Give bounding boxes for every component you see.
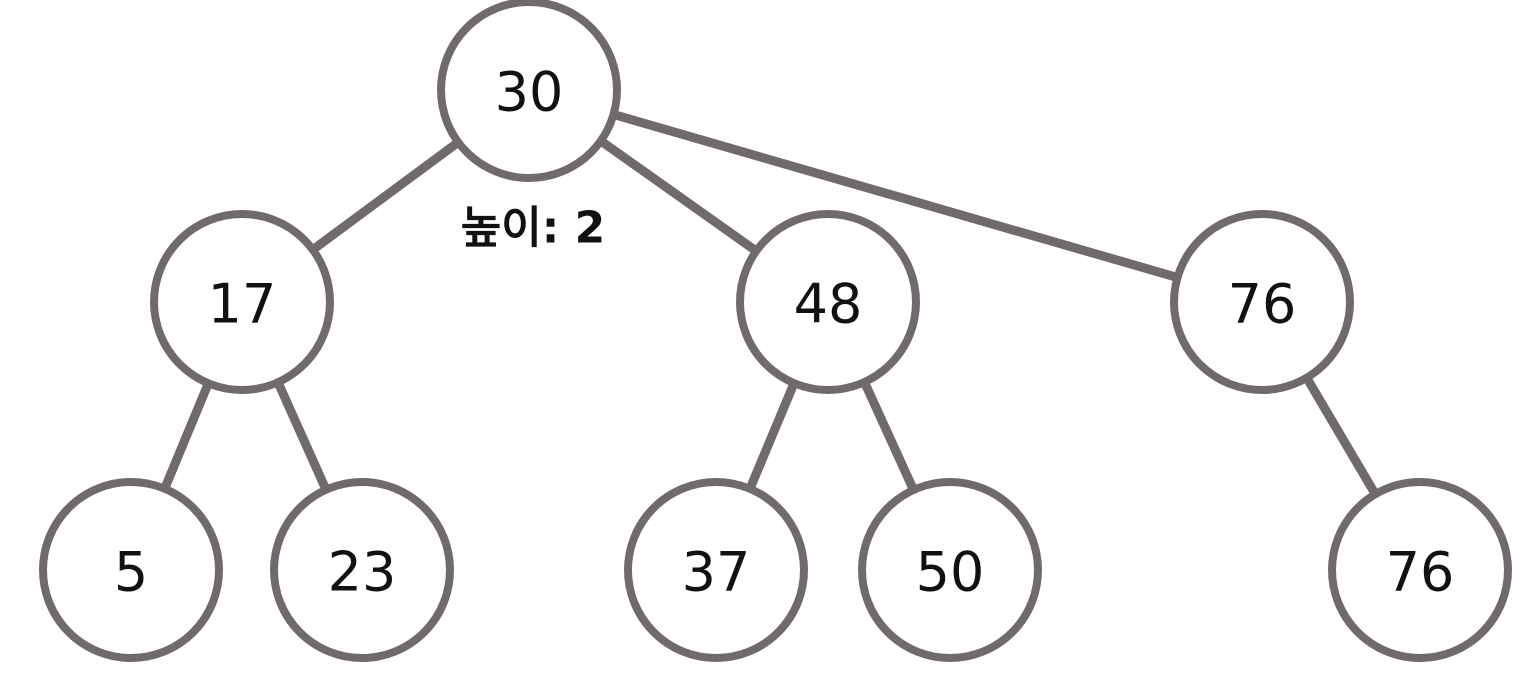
node-label: 48 xyxy=(794,273,863,336)
node-circle xyxy=(1328,478,1512,662)
edge-n30-n17 xyxy=(310,138,461,254)
tree-edges xyxy=(160,110,1380,497)
edge-n30-n76a xyxy=(612,110,1179,282)
node-label: 5 xyxy=(114,541,148,604)
tree-node-n76a: 76 xyxy=(1170,210,1354,394)
tree-node-n5: 5 xyxy=(39,478,223,662)
edge-n17-n23 xyxy=(273,380,331,492)
node-label: 76 xyxy=(1228,273,1297,336)
edge-n48-n37 xyxy=(745,381,799,491)
node-circle xyxy=(1170,210,1354,394)
node-label: 17 xyxy=(208,273,277,336)
node-label: 23 xyxy=(328,541,397,604)
tree-node-n76b: 76 xyxy=(1328,478,1512,662)
node-label: 30 xyxy=(495,61,564,124)
node-circle xyxy=(736,210,920,394)
tree-node-n23: 23 xyxy=(270,478,454,662)
tree-node-n37: 37 xyxy=(624,478,808,662)
node-circle xyxy=(150,210,334,394)
node-label: 50 xyxy=(916,541,985,604)
node-circle xyxy=(270,478,454,662)
tree-node-n17: 17 xyxy=(150,210,334,394)
tree-nodes: 30 17 48 76 5 23 37 50 76 xyxy=(39,0,1512,662)
node-circle xyxy=(858,478,1042,662)
node-label: 76 xyxy=(1386,541,1455,604)
node-circle xyxy=(437,0,621,182)
edge-n30-n48 xyxy=(598,137,759,255)
node-circle xyxy=(624,478,808,662)
height-annotation: 높이: 2 xyxy=(461,203,606,254)
node-label: 37 xyxy=(682,541,751,604)
edge-n17-n5 xyxy=(160,381,213,491)
tree-node-n30: 30 xyxy=(437,0,621,182)
tree-node-n48: 48 xyxy=(736,210,920,394)
tree-node-n50: 50 xyxy=(858,478,1042,662)
edge-n76a-n76b xyxy=(1302,375,1380,497)
edge-n48-n50 xyxy=(860,380,918,492)
node-circle xyxy=(39,478,223,662)
